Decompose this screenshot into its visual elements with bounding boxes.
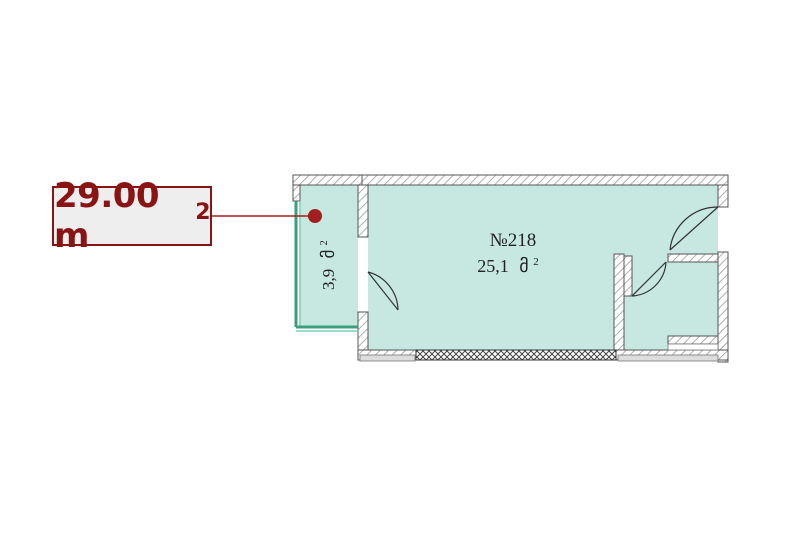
room-area-label: 25,1 მ 2 — [477, 256, 538, 276]
room-number-label: №218 — [490, 230, 537, 251]
entrance-door — [669, 206, 719, 251]
bathroom-fixture — [667, 343, 719, 351]
balcony-door — [367, 271, 399, 311]
location-marker — [308, 209, 322, 223]
total-area-badge: 29.00 m 2 — [52, 176, 212, 256]
bathroom-door — [631, 261, 667, 297]
balcony-window — [294, 201, 358, 332]
svg-text:3,9 მ 2: 3,9 მ 2 — [319, 240, 338, 290]
bottom-structural-wall — [415, 349, 617, 361]
balcony-floor — [300, 185, 358, 328]
bottom-windows — [359, 354, 719, 362]
total-area-value: 29.00 m — [54, 176, 160, 256]
total-area-unit-sup: 2 — [195, 199, 210, 225]
balcony-area-label: 3,9 მ 2 — [319, 240, 338, 290]
